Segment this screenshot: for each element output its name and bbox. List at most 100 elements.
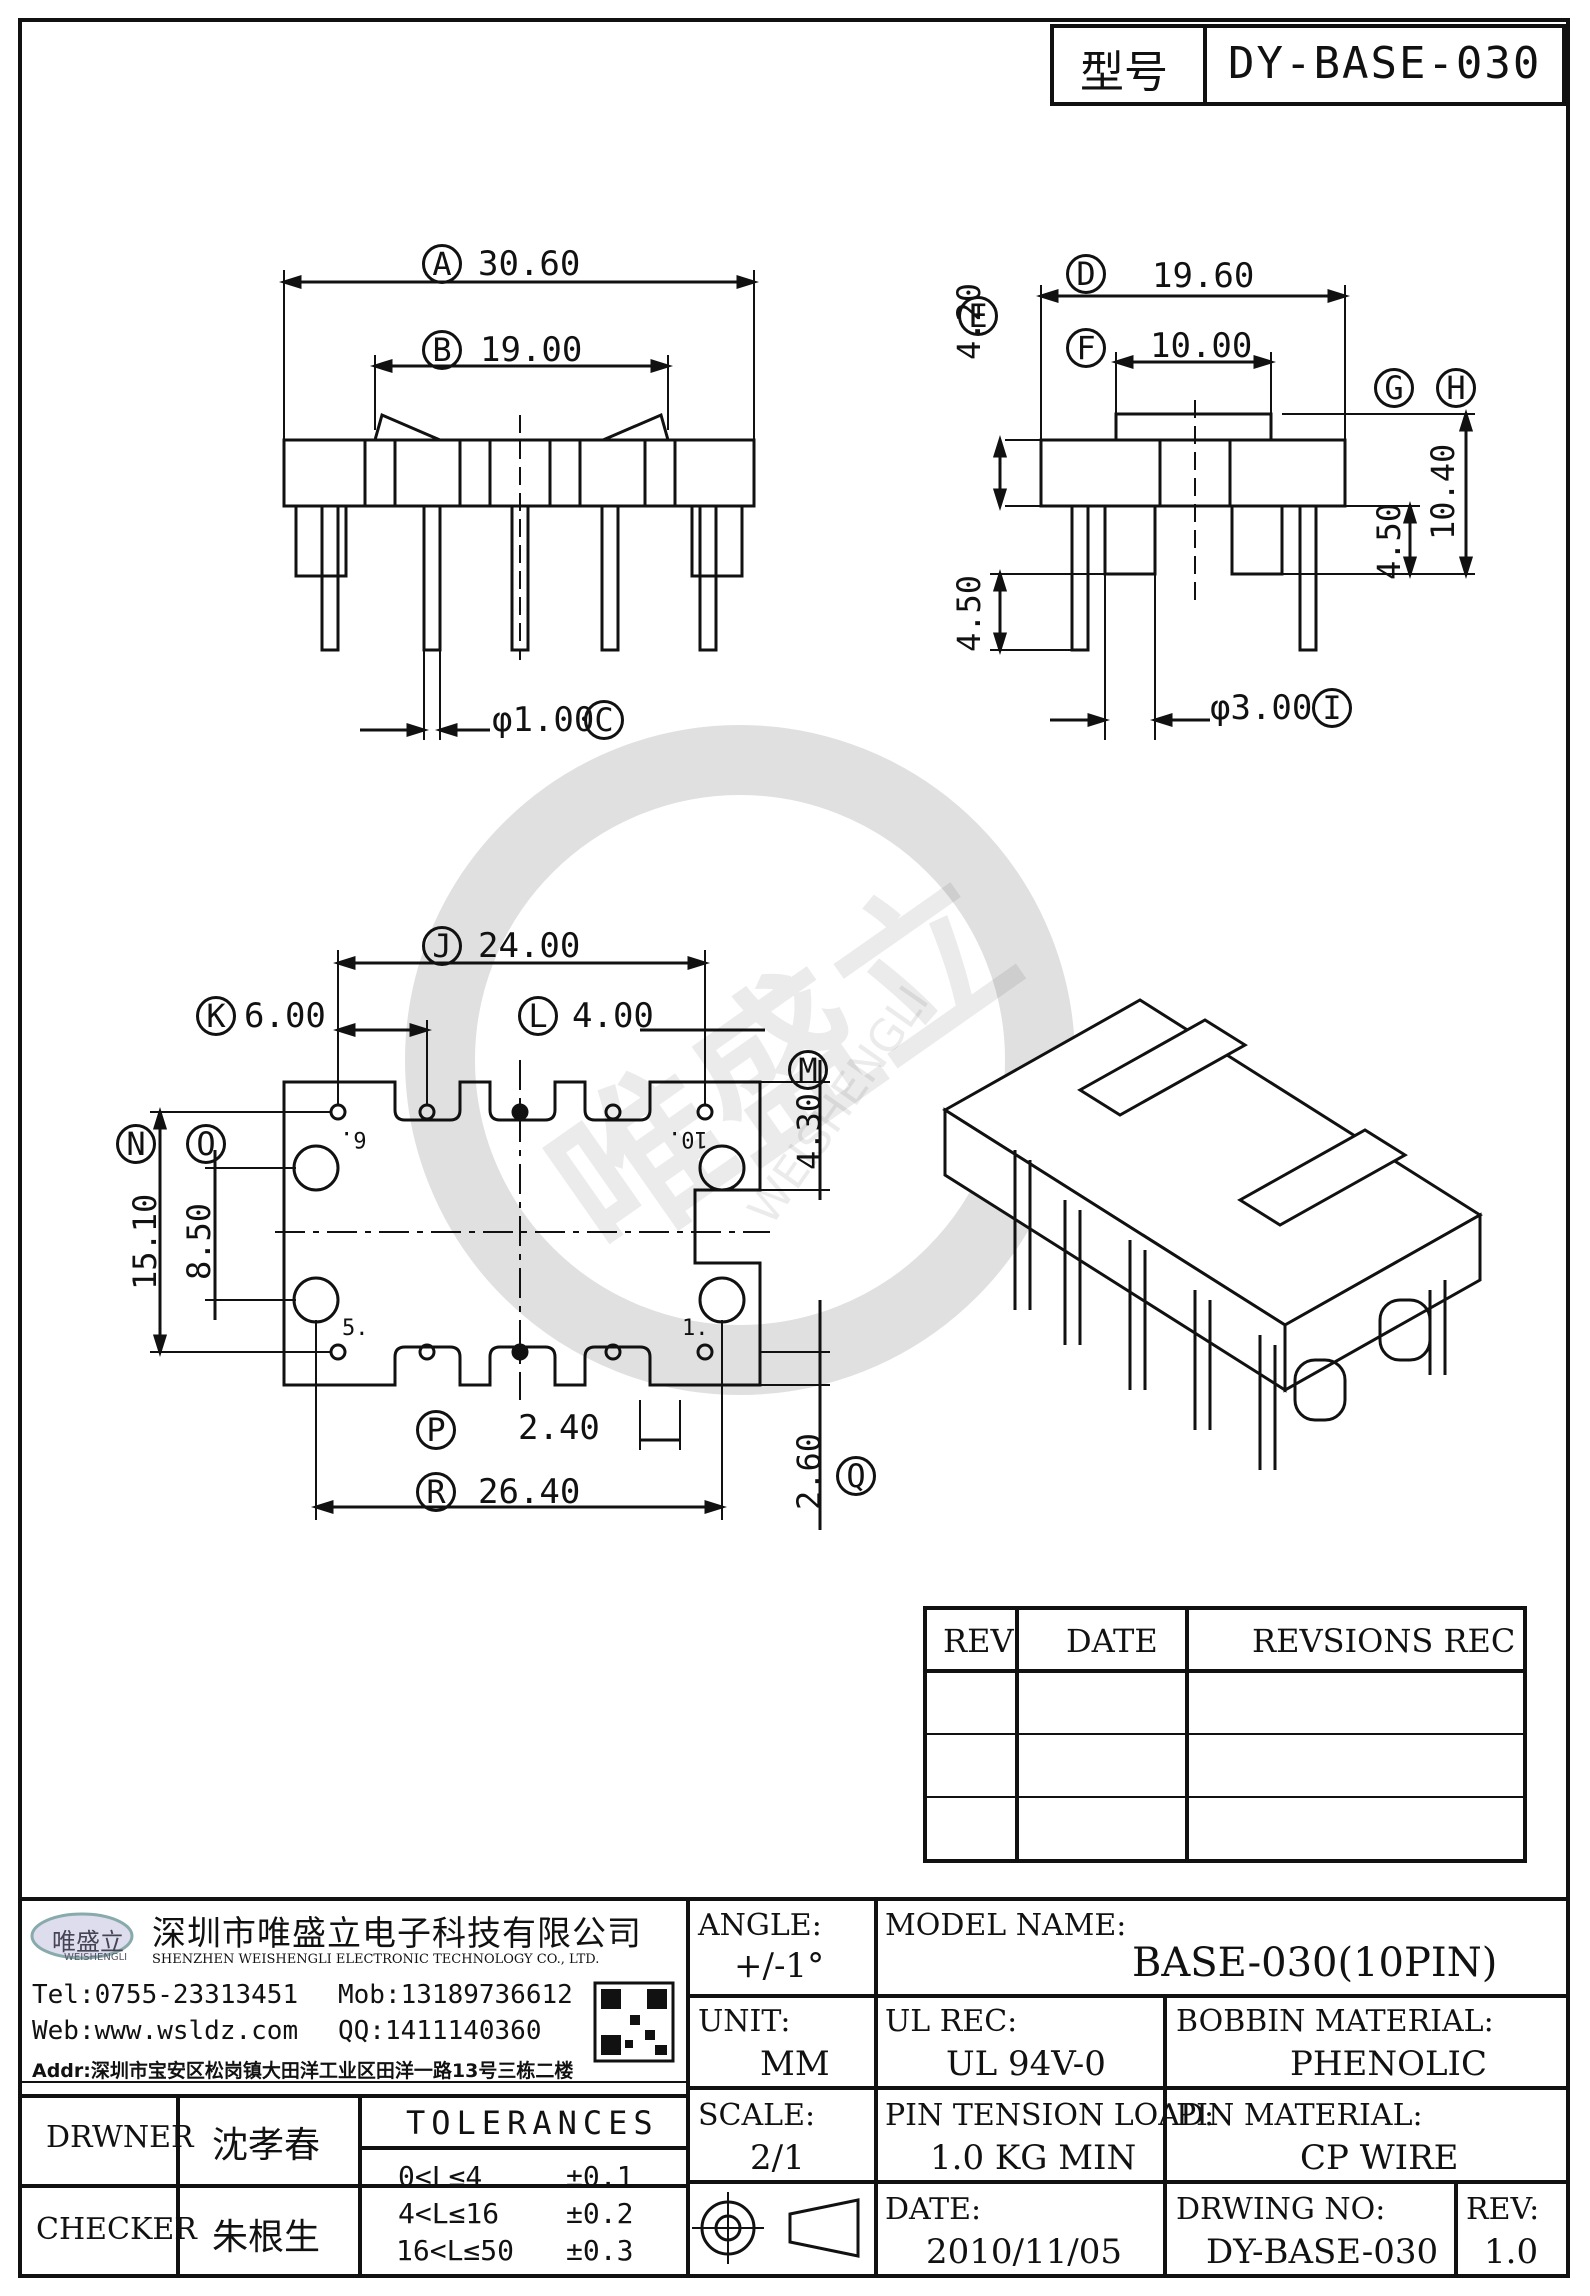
date-label: DATE: <box>885 2192 982 2227</box>
dim-h-label: H <box>1436 368 1476 408</box>
dim-q-value: 2.60 <box>790 1432 828 1510</box>
drawer-name: 沈孝春 <box>212 2125 321 2166</box>
company-addr: Addr:深圳市宝安区松岗镇大田洋工业区田洋一路13号三栋二楼 <box>32 2060 574 2082</box>
plan-view <box>150 950 830 1530</box>
bobbin-label: BOBBIN MATERIAL: <box>1176 2004 1494 2039</box>
company-name-cn: 深圳市唯盛立电子科技有限公司 <box>152 1914 642 1954</box>
dim-i-value: φ3.00 <box>1210 688 1313 728</box>
revision-table-grid <box>923 1606 1527 1863</box>
angle-label: ANGLE: <box>698 1908 822 1943</box>
company-qq: QQ:1411140360 <box>338 2016 542 2046</box>
tolerance-value-3: ±0.3 <box>566 2234 634 2267</box>
company-logo-icon <box>30 1912 134 1960</box>
dim-e-value: 4.20 <box>950 282 988 360</box>
dim-e-label: E <box>958 296 998 336</box>
ul-rec-label: UL REC: <box>885 2004 1018 2039</box>
dim-g-value: 4.50 <box>1370 502 1408 580</box>
dim-n-label: N <box>116 1124 156 1164</box>
rev-header-date: DATE <box>1066 1622 1158 1660</box>
company-logo-en: WEISHENGLI <box>64 1952 128 1963</box>
dim-l-value: 4.00 <box>572 996 654 1036</box>
dim-l-label: L <box>518 996 558 1036</box>
model-code-box <box>1050 24 1566 106</box>
pin-material-value: CP WIRE <box>1300 2138 1459 2178</box>
drawer-label: DRWNER <box>46 2120 194 2155</box>
dim-m-label: M <box>788 1050 828 1090</box>
dim-a-label: A <box>422 244 462 284</box>
dim-g-label: G <box>1374 368 1414 408</box>
dim-c-value: φ1.00 <box>492 700 595 740</box>
dim-n-value: 15.10 <box>126 1193 164 1290</box>
rev-label: REV: <box>1466 2192 1540 2227</box>
scale-value: 2/1 <box>750 2138 805 2178</box>
dim-m-value: 4.30 <box>790 1092 828 1170</box>
rev-value: 1.0 <box>1484 2232 1539 2272</box>
tolerance-range-2: 4<L≤16 <box>398 2197 500 2230</box>
dim-o-label: O <box>186 1124 226 1164</box>
date-value: 2010/11/05 <box>926 2232 1122 2272</box>
dim-j-label: J <box>422 926 462 966</box>
side-view <box>990 285 1475 740</box>
dim-b-value: 19.00 <box>480 330 583 370</box>
tolerance-value-2: ±0.2 <box>566 2197 634 2230</box>
pin-1-label: 1. <box>682 1316 709 1341</box>
title-block-grid <box>20 1897 1568 2276</box>
drwing-label: DRWING NO: <box>1176 2192 1386 2227</box>
dim-a-value: 30.60 <box>478 244 581 284</box>
unit-label: UNIT: <box>698 2004 791 2039</box>
dim-o-value: 8.50 <box>180 1202 218 1280</box>
bobbin-value: PHENOLIC <box>1290 2044 1487 2084</box>
pin-5-label: 5. <box>342 1316 369 1341</box>
tolerance-range-3: 16<L≤50 <box>396 2234 515 2267</box>
dim-i-label: I <box>1312 688 1352 728</box>
projection-symbol-icon <box>692 2192 860 2264</box>
company-tel: Tel:0755-23313451 <box>32 1980 299 2010</box>
pin-tension-value: 1.0 KG MIN <box>930 2138 1137 2178</box>
tolerances-title: TOLERANCES <box>406 2104 659 2142</box>
dim-e2-value: 4.50 <box>950 574 988 652</box>
dim-d-value: 19.60 <box>1152 256 1255 296</box>
company-name-en: SHENZHEN WEISHENGLI ELECTRONIC TECHNOLOG… <box>152 1952 600 1967</box>
dim-f-value: 10.00 <box>1150 326 1253 366</box>
dim-d-label: D <box>1066 254 1106 294</box>
tolerance-value-1: ±0.1 <box>566 2160 634 2193</box>
unit-value: MM <box>760 2044 830 2084</box>
sheet-border <box>18 18 1570 2278</box>
checker-label: CHECKER <box>36 2212 197 2247</box>
pin-10-label: 10. <box>668 1126 708 1151</box>
dim-c-label: C <box>584 700 624 740</box>
dim-r-value: 26.40 <box>478 1472 581 1512</box>
dim-k-value: 6.00 <box>244 996 326 1036</box>
qr-code <box>593 1981 675 2063</box>
model-name-value: BASE-030(10PIN) <box>1132 1940 1498 1986</box>
company-web: Web:www.wsldz.com <box>32 2016 299 2046</box>
checker-name: 朱根生 <box>212 2217 321 2258</box>
tolerance-range-1: 0<L≤4 <box>398 2160 483 2193</box>
pin-6-label: 6. <box>340 1126 367 1151</box>
company-mob: Mob:13189736612 <box>338 1980 573 2010</box>
dim-q-label: Q <box>836 1456 876 1496</box>
dim-b-label: B <box>422 330 462 370</box>
pin-tension-label: PIN TENSION LOAD: <box>885 2098 1215 2133</box>
ul-rec-value: UL 94V-0 <box>946 2044 1106 2084</box>
dim-f-label: F <box>1066 328 1106 368</box>
dim-j-value: 24.00 <box>478 926 581 966</box>
model-code: DY-BASE-030 <box>1228 38 1542 89</box>
rev-header-rev: REV <box>943 1622 1014 1660</box>
pin-material-label: PIN MATERIAL: <box>1176 2098 1423 2133</box>
dim-r-label: R <box>416 1472 456 1512</box>
model-label: 型号 <box>1080 47 1168 98</box>
isometric-view <box>942 998 1483 1470</box>
front-view <box>278 270 760 740</box>
angle-value: +/-1° <box>734 1946 825 1986</box>
dim-p-label: P <box>416 1410 456 1450</box>
scale-label: SCALE: <box>698 2098 816 2133</box>
rev-header-rec: REVSIONS REC <box>1252 1622 1516 1660</box>
company-logo-cn: 唯盛立 <box>52 1928 124 1956</box>
dim-k-label: K <box>196 996 236 1036</box>
model-name-label: MODEL NAME: <box>885 1908 1127 1943</box>
dim-p-value: 2.40 <box>518 1408 600 1448</box>
dim-h-value: 10.40 <box>1424 443 1462 540</box>
drwing-value: DY-BASE-030 <box>1206 2232 1439 2272</box>
